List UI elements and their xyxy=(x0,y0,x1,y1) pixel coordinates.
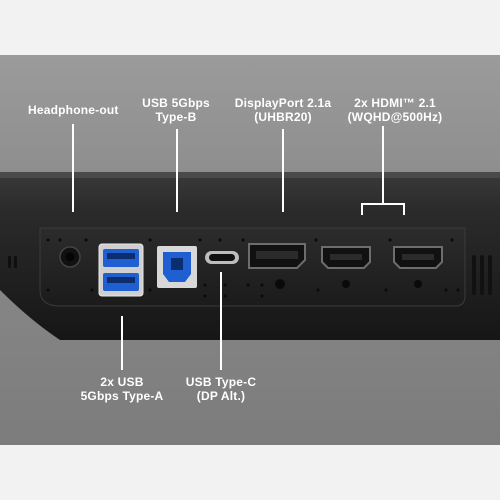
left-vent-slots xyxy=(8,256,17,268)
headphone-callout-line xyxy=(72,124,74,212)
usb-type-b-port xyxy=(157,246,197,288)
label-usb-type-c: USB Type-C (DP Alt.) xyxy=(185,375,257,403)
headphone-jack xyxy=(59,246,81,268)
hdmi-port-2 xyxy=(393,246,443,288)
usb-type-c-port xyxy=(205,251,239,264)
label-usb-type-a: 2x USB 5Gbps Type-A xyxy=(80,375,164,403)
monitor-top-edge xyxy=(0,172,500,178)
displayport-callout-line xyxy=(282,129,284,212)
usb-c-callout-line xyxy=(220,272,222,370)
label-hdmi: 2x HDMI™ 2.1 (WQHD@500Hz) xyxy=(347,96,443,124)
label-usb-type-b: USB 5Gbps Type-B xyxy=(142,96,210,124)
hdmi-port-1 xyxy=(321,246,371,288)
usb-a-callout-line xyxy=(121,316,123,370)
usb-b-callout-line xyxy=(176,129,178,212)
label-headphone-out: Headphone-out xyxy=(28,103,119,117)
label-displayport: DisplayPort 2.1a (UHBR20) xyxy=(234,96,332,124)
right-vent-slots xyxy=(472,255,492,295)
displayport-port xyxy=(248,243,306,289)
hdmi-bracket xyxy=(361,126,405,215)
screw-dots xyxy=(46,238,460,298)
usb-type-a-ports xyxy=(98,243,144,297)
